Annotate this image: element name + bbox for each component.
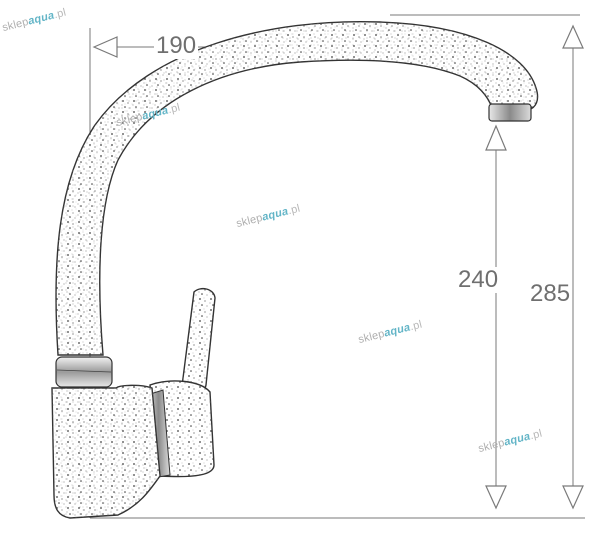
left-arrow-icon (92, 36, 118, 58)
faucet (51, 20, 539, 519)
up-arrow-icon (485, 124, 507, 151)
up-arrow-icon (562, 24, 584, 49)
spout-height-dimension-label: 240 (456, 266, 501, 293)
arrowheads (92, 24, 584, 510)
chrome-ring (55, 356, 113, 388)
total-height-dimension-label: 285 (528, 280, 573, 307)
width-dimension-label: 190 (154, 32, 199, 59)
down-arrow-icon (562, 485, 584, 510)
faucet-aerator (488, 103, 532, 122)
down-arrow-icon (485, 485, 507, 510)
